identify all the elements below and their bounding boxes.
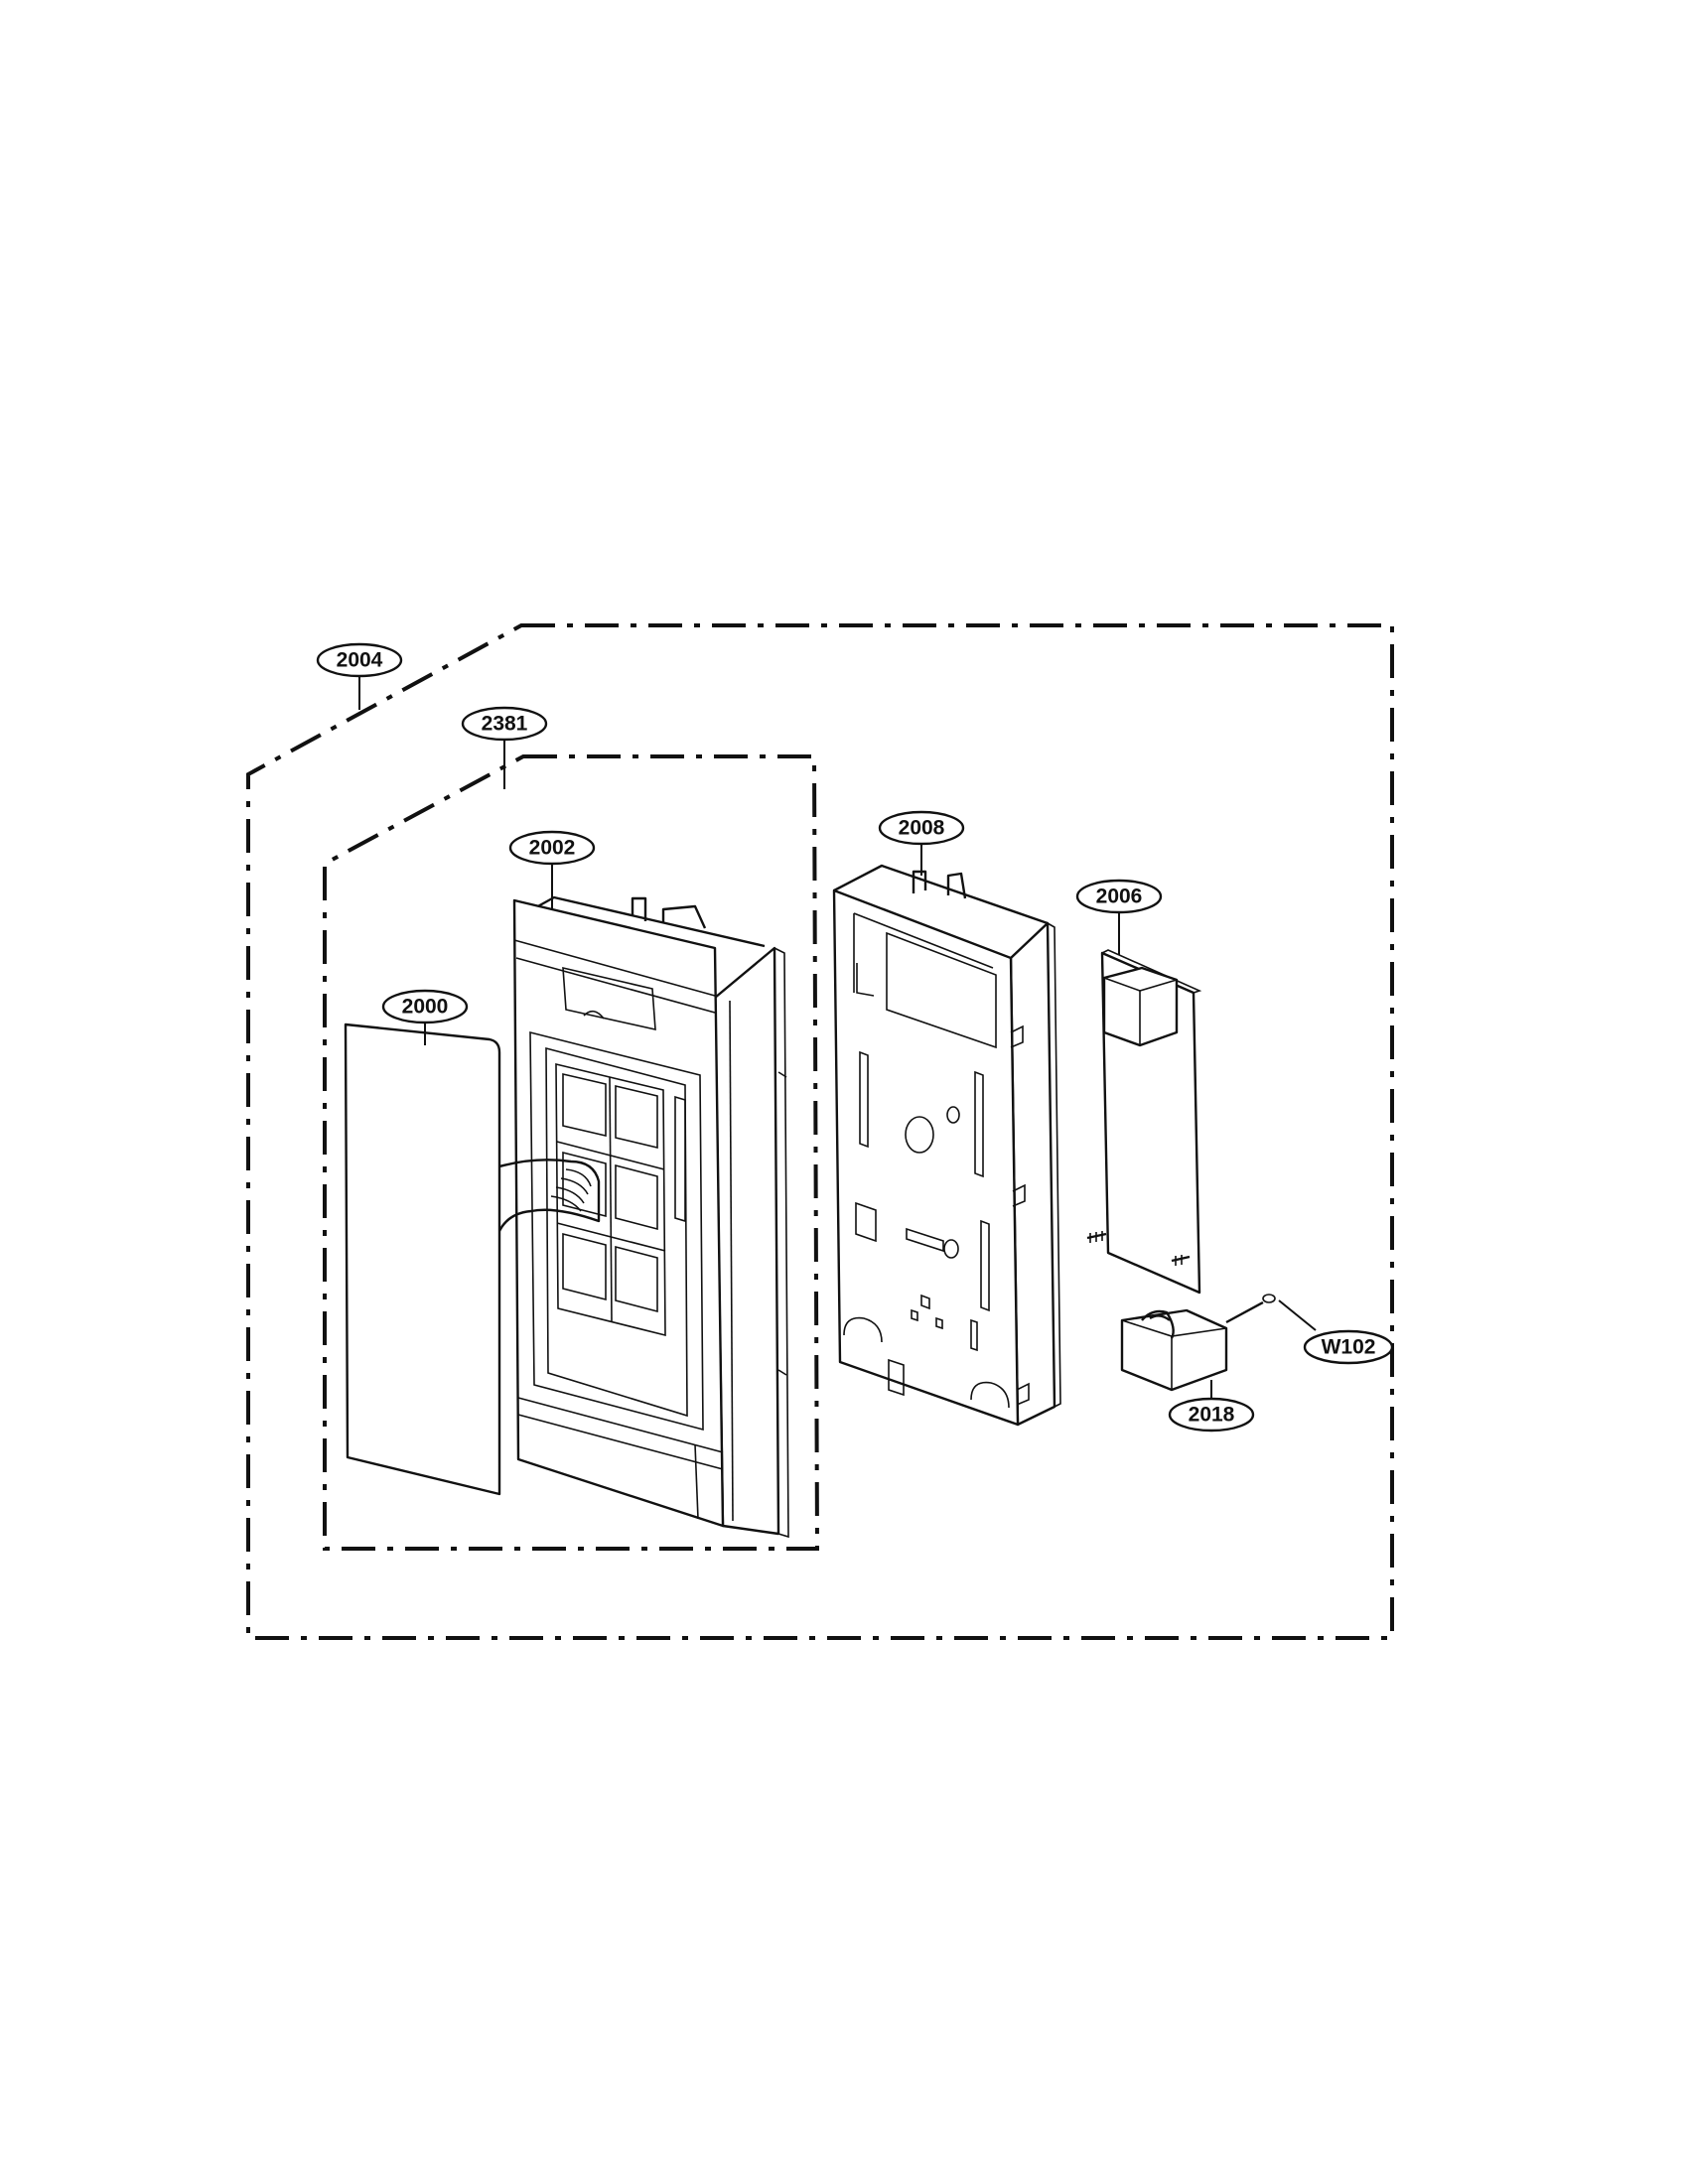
leader-w102 bbox=[1278, 1299, 1317, 1331]
callout-2000-label: 2000 bbox=[402, 996, 449, 1019]
callout-2381: 2381 bbox=[461, 706, 548, 742]
callout-2008: 2008 bbox=[878, 810, 965, 846]
assembly-boundary-2004 bbox=[246, 623, 1394, 1640]
callout-w102-label: W102 bbox=[1322, 1336, 1376, 1359]
part-2002-control-panel bbox=[497, 895, 789, 1539]
part-2000-front-panel bbox=[344, 1023, 501, 1496]
callout-2006-label: 2006 bbox=[1096, 886, 1143, 908]
callout-2004: 2004 bbox=[316, 642, 403, 678]
part-2006-pcb bbox=[1086, 949, 1202, 1295]
callout-2008-label: 2008 bbox=[899, 817, 945, 840]
callout-2000: 2000 bbox=[381, 989, 469, 1024]
part-2008-pcb-holder bbox=[832, 864, 1061, 1427]
subassembly-boundary-2381 bbox=[323, 754, 820, 1551]
callout-2002-label: 2002 bbox=[529, 837, 576, 860]
callout-w102: W102 bbox=[1303, 1329, 1394, 1365]
callout-2004-label: 2004 bbox=[337, 649, 383, 672]
callout-2018: 2018 bbox=[1168, 1397, 1255, 1433]
callout-2002: 2002 bbox=[508, 830, 596, 866]
callout-2381-label: 2381 bbox=[482, 713, 528, 736]
callout-2018-label: 2018 bbox=[1189, 1404, 1235, 1427]
part-w102-screw bbox=[1225, 1294, 1276, 1324]
part-2018-filter-box bbox=[1120, 1308, 1228, 1392]
callout-2006: 2006 bbox=[1075, 879, 1163, 914]
